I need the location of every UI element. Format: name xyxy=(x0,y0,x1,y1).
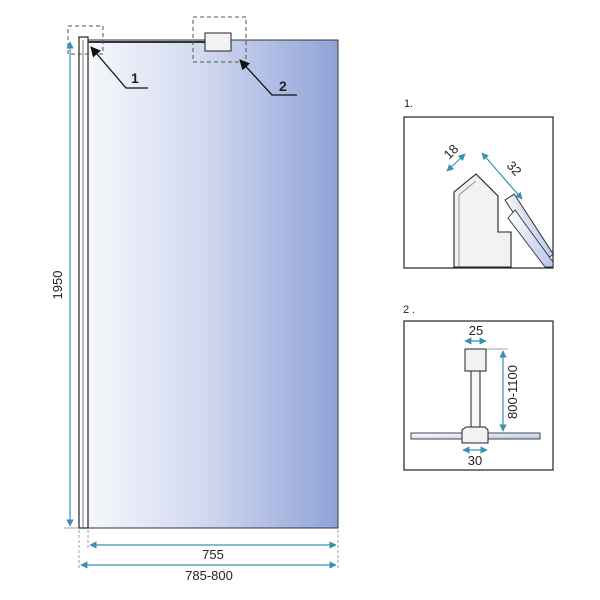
width-inner-dimension-label: 755 xyxy=(202,547,224,562)
height-dimension-label: 1950 xyxy=(50,271,65,300)
detail-2-clamp xyxy=(461,426,489,444)
callout-leader-2 xyxy=(239,59,297,96)
detail-2-dim-top-label: 25 xyxy=(469,323,483,338)
detail-1-dim-a-line xyxy=(446,153,466,172)
detail-1: 1. 18 32 xyxy=(403,98,555,269)
callout-number-2: 2 xyxy=(279,78,287,94)
bar-clamp xyxy=(204,32,232,52)
detail-1-profile-inner xyxy=(458,180,477,267)
detail-1-label: 1. xyxy=(404,98,413,110)
width-outer-dimension-label: 785-800 xyxy=(185,568,233,583)
detail-2-dim-side-label: 800-1100 xyxy=(505,365,520,419)
main-view: 1 2 1950 755 785-800 xyxy=(50,16,339,583)
callout-number-1: 1 xyxy=(131,70,139,86)
detail-1-glass-tail xyxy=(507,209,554,268)
detail-2-dim-bottom-label: 30 xyxy=(468,453,482,468)
detail-2-label: 2 . xyxy=(403,304,415,316)
detail-2: 2 . 25 800-1100 30 xyxy=(403,304,554,471)
callout-box-1 xyxy=(67,25,104,55)
detail-2-wall-mount xyxy=(464,348,487,372)
glass-panel xyxy=(87,39,339,529)
callout-leader-1 xyxy=(90,46,148,89)
wall-profile xyxy=(78,36,89,529)
detail-2-rod xyxy=(470,370,481,428)
detail-1-dim-b-line xyxy=(481,152,523,200)
